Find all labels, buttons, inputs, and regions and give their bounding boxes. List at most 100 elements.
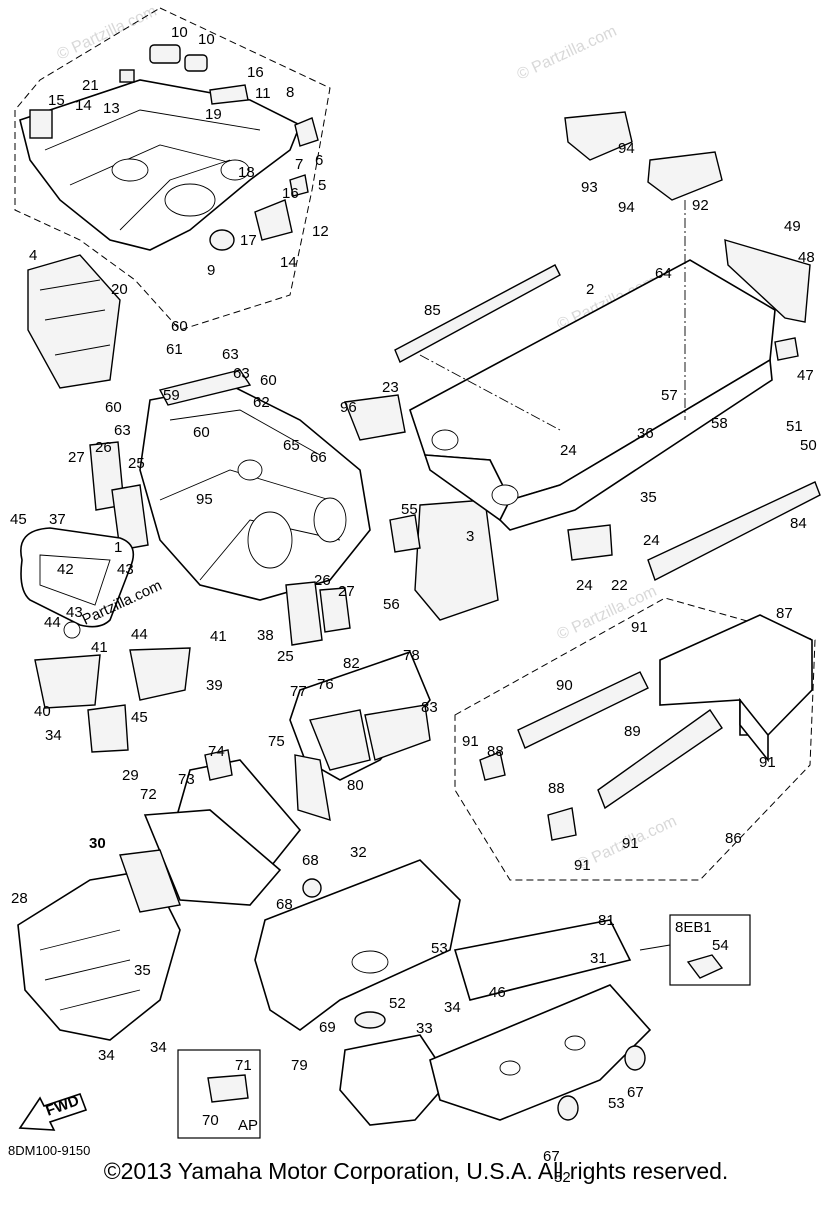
callout: 79: [291, 1057, 308, 1074]
cover-40: [34, 654, 101, 709]
callout: 4: [29, 247, 37, 264]
callout: 39: [206, 677, 223, 694]
callout: 26: [95, 439, 112, 456]
panel-75: [294, 754, 331, 822]
callout: 38: [257, 627, 274, 644]
frame-hole: [111, 158, 149, 182]
callout: 16: [247, 64, 264, 81]
callout: 36: [637, 425, 654, 442]
callout: 87: [776, 605, 793, 622]
callout: 45: [131, 709, 148, 726]
callout: 11: [255, 85, 271, 102]
callout: 53: [431, 940, 448, 957]
callout: 49: [784, 218, 801, 235]
callout: 96: [340, 399, 357, 416]
callout: 90: [556, 677, 573, 694]
ap-bracket-70: [207, 1074, 249, 1103]
bracket-90: [517, 671, 649, 749]
callout: 60: [260, 372, 277, 389]
gasket-26b: [319, 587, 351, 633]
tunnel-hole: [431, 429, 459, 451]
callout: 66: [310, 449, 327, 466]
callout: 2: [586, 281, 594, 298]
plate-23: [344, 394, 406, 441]
callout: 27: [68, 449, 85, 466]
callout: 95: [196, 491, 213, 508]
callout: 34: [150, 1039, 167, 1056]
callout: 57: [661, 387, 678, 404]
frame-1-hole: [247, 511, 293, 569]
bottom-pan-32: [254, 859, 461, 1031]
callout: 77: [290, 683, 307, 700]
callout: 94: [618, 199, 635, 216]
callout: 24: [576, 577, 593, 594]
bracket-3: [414, 499, 499, 621]
callout: 16: [282, 185, 299, 202]
callout: 68: [276, 896, 293, 913]
callout: 6: [315, 152, 323, 169]
plate-6: [294, 117, 319, 147]
plate-7: [289, 174, 309, 197]
side-pan-hole: [499, 1060, 521, 1076]
callout: 88: [548, 780, 565, 797]
skid-plate-87-side: [739, 697, 769, 763]
callout: 91: [759, 754, 776, 771]
callout: 28: [11, 890, 28, 907]
bracket-15: [29, 109, 53, 139]
callout: 74: [208, 743, 225, 760]
ring-43: [63, 621, 81, 639]
callout: 1: [114, 539, 122, 556]
panel-76: [309, 709, 371, 771]
callout: 31: [590, 950, 607, 967]
callout: 47: [797, 367, 814, 384]
callout: 82: [343, 655, 360, 672]
callout: 67: [543, 1148, 560, 1165]
callout: 63: [114, 422, 131, 439]
callout: 34: [45, 727, 62, 744]
callout: 53: [608, 1095, 625, 1112]
fwd-arrow-icon: [18, 1092, 88, 1131]
bracket-4: [27, 254, 121, 389]
callout: 42: [57, 561, 74, 578]
watermark: © Partzilla.com: [55, 3, 160, 64]
panel-74: [204, 749, 233, 781]
callout: 30: [89, 835, 106, 852]
callout: 15: [48, 92, 65, 109]
cap-68: [302, 878, 322, 898]
callout: 67: [627, 1084, 644, 1101]
boot-25: [111, 484, 149, 551]
bracket-89: [597, 709, 723, 810]
callout: 41: [91, 639, 108, 656]
callout: 61: [166, 341, 183, 358]
callout: 72: [140, 786, 157, 803]
callout: 23: [382, 379, 399, 396]
callout: 52: [389, 995, 406, 1012]
grommet-9: [209, 229, 235, 251]
callout: 43: [66, 604, 83, 621]
callout: 86: [725, 830, 742, 847]
callout: 9: [207, 262, 215, 279]
handle-37: [20, 527, 135, 628]
bracket-29: [87, 704, 129, 753]
bracket-22: [567, 524, 613, 561]
callout: 25: [128, 455, 145, 472]
step-93: [564, 111, 633, 161]
callout: 56: [383, 596, 400, 613]
ap-code: AP: [238, 1117, 258, 1134]
plate-55: [389, 514, 421, 553]
frame-edges: [44, 109, 261, 231]
callout: 26: [314, 572, 331, 589]
callout: 88: [487, 743, 504, 760]
callout: 7: [295, 156, 303, 173]
bracket-39: [129, 647, 191, 701]
callout: 22: [611, 577, 628, 594]
callout: 81: [598, 912, 615, 929]
callout: 17: [240, 232, 257, 249]
callout: 20: [111, 281, 128, 298]
frame-hole: [220, 159, 250, 181]
callout: 69: [319, 1019, 336, 1036]
callout: 10: [171, 24, 188, 41]
callout: 51: [786, 418, 803, 435]
